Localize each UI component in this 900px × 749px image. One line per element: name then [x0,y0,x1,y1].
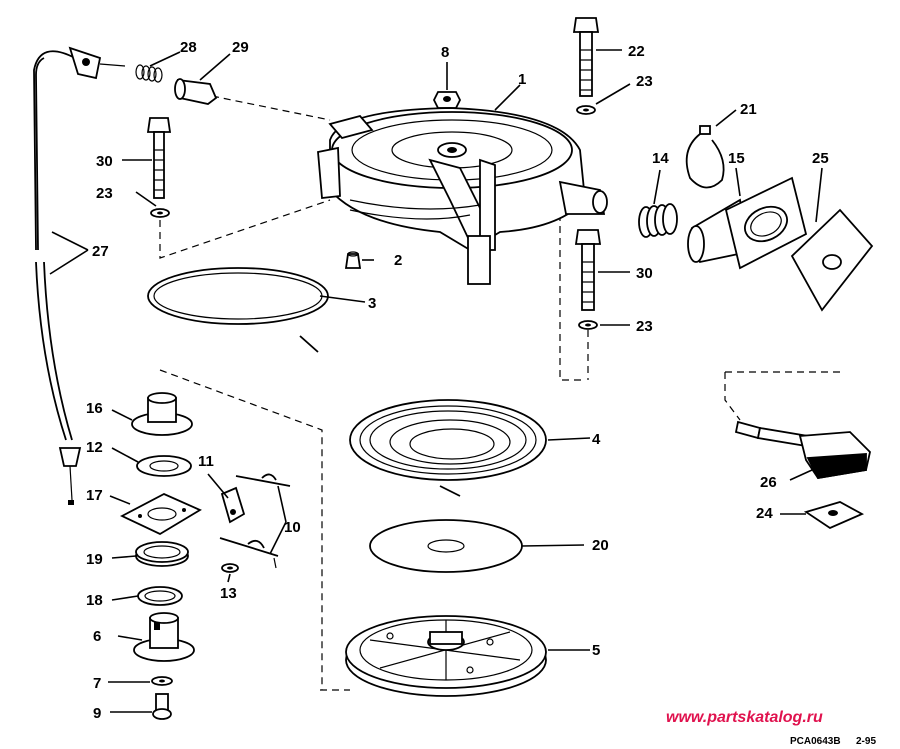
part-1-starter-housing [317,107,608,285]
callout-22: 22 [628,43,645,60]
part-24-rope-anchor [803,501,865,530]
part-13-washer [221,563,239,573]
callout-17: 17 [86,487,103,504]
callout-18: 18 [86,592,103,609]
callout-6: 6 [93,628,101,645]
part-23-washer-right [578,320,598,330]
callout-26: 26 [760,474,777,491]
part-21-clamp [685,125,725,189]
part-8-nut [432,91,462,109]
callout-28: 28 [180,39,197,56]
callout-8: 8 [441,44,449,61]
callout-19: 19 [86,551,103,568]
watermark-url: www.partskatalog.ru [666,709,823,726]
callout-3: 3 [368,295,376,312]
part-16-spring-cup [131,392,193,436]
assembly-dashed-lines [159,95,840,691]
part-18-oval-ring [137,586,183,606]
callout-labels: 1 2 3 4 5 6 7 8 9 10 11 12 13 14 15 16 1… [86,39,829,722]
part-12-washer [136,455,192,477]
part-7-washer [151,676,173,686]
drawing-date: 2-95 [856,736,876,747]
callout-23-left: 23 [96,185,113,202]
callout-2: 2 [394,252,402,269]
drawing-code: PCA0643B [790,736,841,747]
part-19-ring [135,541,189,567]
part-5-pulley [345,615,547,697]
callout-5: 5 [592,642,600,659]
callout-25: 25 [812,150,829,167]
callout-23-top: 23 [636,73,653,90]
callout-11: 11 [198,453,214,470]
callout-14: 14 [652,150,669,167]
callout-leader-lines [49,49,823,713]
callout-1: 1 [518,71,526,88]
part-15-handle-housing [687,176,808,270]
part-30-bolt-left [146,117,172,199]
callout-21: 21 [740,101,757,118]
part-23-washer-top [576,105,596,115]
callout-20: 20 [592,537,609,554]
part-4-rewind-spring [349,399,547,497]
callout-30-left: 30 [96,153,113,170]
callout-4: 4 [592,431,601,448]
part-23-washer-left [150,208,170,218]
part-27-choke-cable [33,46,126,505]
part-26-rope-handle [734,420,871,479]
part-2-pin [344,251,362,269]
callout-12: 12 [86,439,103,456]
callout-9: 9 [93,705,101,722]
callout-13: 13 [220,585,237,602]
callout-30-right: 30 [636,265,653,282]
callout-16: 16 [86,400,103,417]
part-30-bolt-right [574,229,602,311]
part-28-spring [135,64,163,83]
part-9-screw [152,693,172,720]
callout-29: 29 [232,39,249,56]
callout-15: 15 [728,150,745,167]
callout-23-right: 23 [636,318,653,335]
callout-24: 24 [756,505,773,522]
callout-10: 10 [284,519,301,536]
part-6-hub [133,612,195,662]
part-25-grommet [790,208,874,312]
part-11-pawl [220,486,246,524]
part-14-spring [638,203,678,238]
part-3-seal-cord [147,267,329,353]
part-17-retainer-plate [119,493,202,536]
part-20-spring-plate [369,519,523,573]
part-29-plunger [174,78,218,105]
part-22-bolt-top [572,17,600,97]
callout-27: 27 [92,243,109,260]
callout-7: 7 [93,675,101,692]
part-10-pawl-springs [219,473,291,569]
